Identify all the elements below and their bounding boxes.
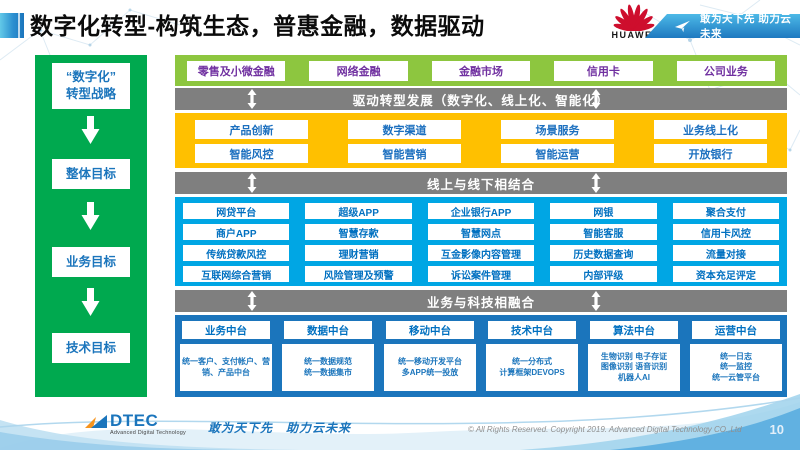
capability-box: 智能营销 [348,144,461,163]
strategy-sidebar: “数字化” 转型战略 整体目标 业务目标 技术目标 [35,55,147,397]
page-number: 10 [769,422,784,437]
application-section: 网贷平台 超级APP 企业银行APP 网银 聚合支付 商户APP 智慧存款 智慧… [175,197,787,286]
platform-title: 算法中台 [590,321,678,339]
platform-column: 技术中台 统一分布式 计算框架DEVOPS [483,315,581,397]
footer-slogan: 敢为天下先 助力云未来 [208,421,352,435]
adtec-arrow-icon [85,415,107,428]
platform-title: 数据中台 [284,321,372,339]
business-segment-box: 公司业务 [676,60,776,81]
platform-title: 技术中台 [488,321,576,339]
up-down-arrow-icon [247,173,257,193]
up-down-arrow-icon [247,89,257,109]
huawei-logo: HUAWEI [604,3,664,40]
capability-box: 数字渠道 [348,120,461,139]
capability-box: 开放银行 [654,144,767,163]
application-box: 诉讼案件管理 [427,266,535,282]
application-box: 聚合支付 [672,203,780,219]
capability-section: 产品创新 数字渠道 场景服务 业务线上化 智能风控 智能营销 智能运营 开放银行 [175,113,787,168]
paper-plane-icon [675,20,690,32]
platform-column: 数据中台 统一数据规范 统一数据集市 [279,315,377,397]
up-down-arrow-icon [591,89,601,109]
platform-desc: 统一分布式 计算框架DEVOPS [486,344,578,391]
application-box: 历史数据查询 [550,245,657,261]
sidebar-item-overall-goal: 整体目标 [52,159,130,189]
platform-column: 移动中台 统一移动开发平台 多APP统一投放 [381,315,479,397]
drive-transform-label: 驱动转型发展（数字化、线上化、智能化） [352,93,610,108]
middle-platform-section: 业务中台 统一客户、支付帐户、营销、产品中台 数据中台 统一数据规范 统一数据集… [175,315,787,397]
capability-box: 场景服务 [501,120,614,139]
application-box: 智慧存款 [305,224,412,240]
platform-desc: 生物识别 电子存证 图像识别 语音识别 机器人AI [588,344,680,391]
application-box: 传统贷款风控 [183,245,290,261]
down-arrow-icon [81,202,100,230]
application-box: 企业银行APP [427,203,535,219]
up-down-arrow-icon [591,173,601,193]
business-tech-label: 业务与科技相融合 [426,295,535,310]
business-segment-box: 零售及小微金融 [187,60,286,81]
platform-desc: 统一日志 统一监控 统一云管平台 [690,344,782,391]
business-segment-box: 网络金融 [309,60,408,81]
platform-column: 算法中台 生物识别 电子存证 图像识别 语音识别 机器人AI [585,315,683,397]
platform-column: 运营中台 统一日志 统一监控 统一云管平台 [687,315,785,397]
application-box: 风险管理及预警 [305,266,412,282]
title-accent-mark [0,13,24,38]
application-box: 流量对接 [672,245,780,261]
platform-desc: 统一移动开发平台 多APP统一投放 [384,344,476,391]
adtec-subtext: Advanced Digital Technology [110,430,186,436]
platform-title: 移动中台 [386,321,474,339]
down-arrow-icon [81,288,100,316]
platform-desc: 统一客户、支付帐户、营销、产品中台 [180,344,272,391]
adtec-logo: DTEC Advanced Digital Technology [84,412,186,436]
business-segment-box: 信用卡 [554,60,653,81]
online-offline-label: 线上与线下相结合 [426,177,535,192]
capability-box: 产品创新 [195,120,308,139]
application-box: 智能客服 [550,224,657,240]
copyright-text: © All Rights Reserved. Copyright 2019. A… [468,425,742,434]
huawei-wordmark: HUAWEI [611,30,657,40]
application-box: 网贷平台 [183,203,290,219]
application-box: 商户APP [183,224,290,240]
application-box: 超级APP [305,203,412,219]
capability-box: 智能风控 [195,144,308,163]
huawei-flower-icon [613,4,655,31]
up-down-arrow-icon [247,291,257,311]
platform-column: 业务中台 统一客户、支付帐户、营销、产品中台 [177,315,275,397]
sidebar-item-strategy: “数字化” 转型战略 [52,63,130,109]
up-down-arrow-icon [591,291,601,311]
application-box: 资本充足评定 [672,266,780,282]
drive-transform-bar: 驱动转型发展（数字化、线上化、智能化） [175,88,787,110]
capability-box: 智能运营 [501,144,614,163]
page-title: 数字化转型-构筑生态，普惠金融，数据驱动 [30,13,485,39]
application-box: 网银 [550,203,657,219]
platform-title: 业务中台 [182,321,270,339]
online-offline-bar: 线上与线下相结合 [175,172,787,194]
capability-box: 业务线上化 [654,120,767,139]
business-segment-box: 金融市场 [431,60,531,81]
application-box: 信用卡风控 [672,224,780,240]
down-arrow-icon [81,116,100,144]
application-box: 理财营销 [305,245,412,261]
application-box: 内部评级 [550,266,657,282]
sidebar-item-business-goal: 业务目标 [52,247,130,277]
application-box: 智慧网点 [427,224,535,240]
adtec-wordmark: DTEC [110,411,159,430]
business-segments-row: 零售及小微金融 网络金融 金融市场 信用卡 公司业务 [175,55,787,86]
business-tech-bar: 业务与科技相融合 [175,290,787,312]
platform-desc: 统一数据规范 统一数据集市 [282,344,374,391]
slogan-ribbon: 敢为天下先 助力云未来 [645,14,800,38]
sidebar-item-tech-goal: 技术目标 [52,333,130,363]
application-box: 互金影像内容管理 [427,245,535,261]
application-box: 互联网综合营销 [183,266,290,282]
ribbon-slogan-text: 敢为天下先 助力云未来 [699,13,792,40]
platform-title: 运营中台 [692,321,780,339]
